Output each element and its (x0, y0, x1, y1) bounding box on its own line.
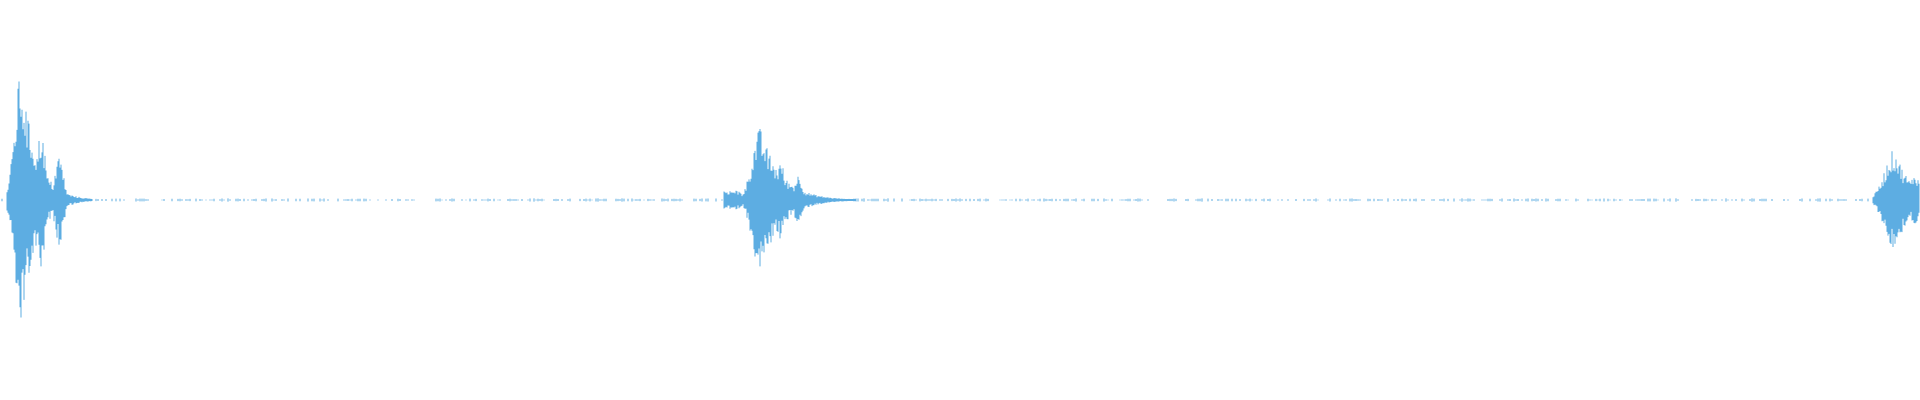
waveform-burst-3 (1872, 151, 1920, 247)
waveform-silence-line (1, 198, 1919, 202)
silence-baseline (1, 198, 1919, 202)
waveform-bursts (6, 81, 1920, 318)
waveform-burst-1 (6, 81, 93, 318)
waveform-burst-2 (723, 129, 857, 267)
